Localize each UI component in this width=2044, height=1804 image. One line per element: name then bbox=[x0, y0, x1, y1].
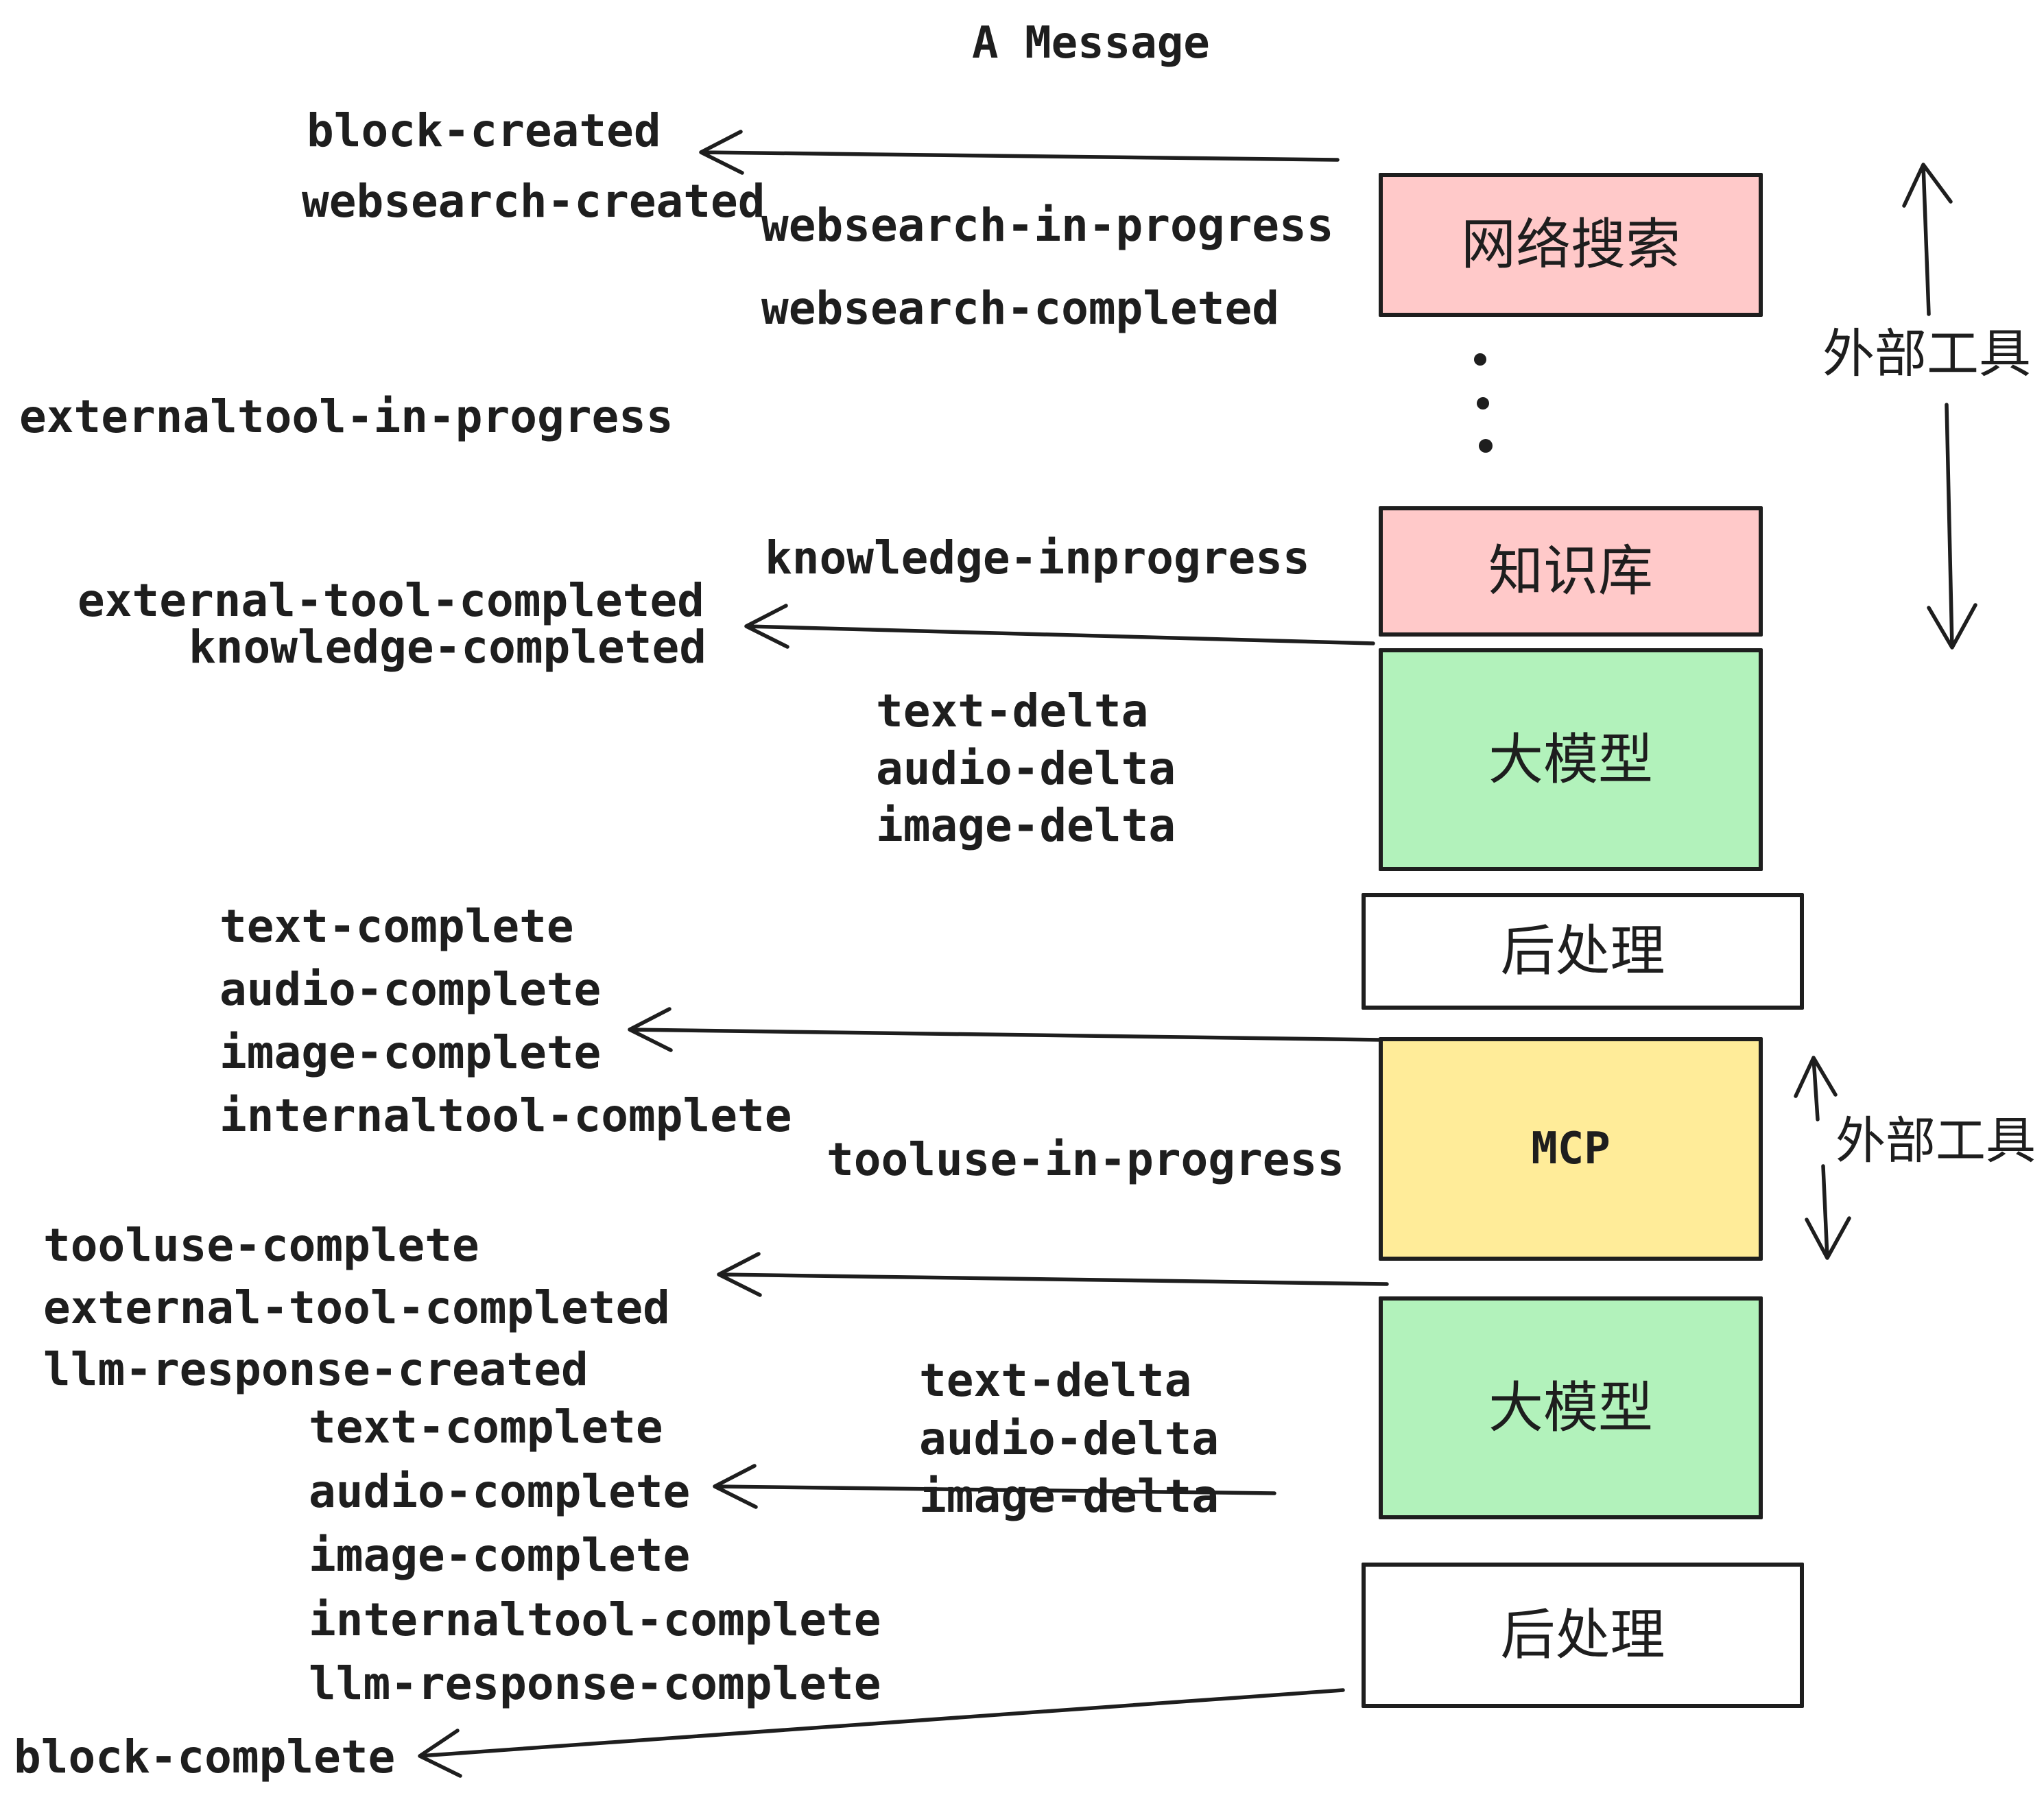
event-text-complete-2: text-complete bbox=[309, 1401, 663, 1453]
vertical-ellipsis-icon bbox=[1474, 353, 1493, 453]
event-block-created: block-created bbox=[307, 104, 661, 157]
box-mcp: MCP bbox=[1379, 1037, 1763, 1261]
arrow-mcp-to-image-complete-icon bbox=[628, 1007, 1384, 1052]
box-post-processing-1-label: 后处理 bbox=[1500, 919, 1665, 983]
external-tools-2-down-arrow-icon bbox=[1805, 1164, 1851, 1260]
event-websearch-in-progress: websearch-in-progress bbox=[761, 199, 1334, 252]
event-llm-response-created: llm-response-created bbox=[43, 1343, 589, 1396]
event-text-complete-1: text-complete bbox=[219, 900, 574, 953]
event-text-delta-2: text-delta bbox=[919, 1354, 1192, 1407]
event-externaltool-in-progress: externaltool-in-progress bbox=[19, 390, 674, 443]
box-post-processing-2: 后处理 bbox=[1362, 1563, 1804, 1708]
external-tools-2-up-arrow-icon bbox=[1794, 1056, 1838, 1121]
box-websearch-label: 网络搜索 bbox=[1461, 213, 1680, 276]
box-llm-1-label: 大模型 bbox=[1488, 727, 1653, 792]
box-post-processing-2-label: 后处理 bbox=[1500, 1603, 1665, 1667]
event-knowledge-inprogress: knowledge-inprogress bbox=[765, 532, 1310, 584]
box-websearch: 网络搜索 bbox=[1379, 173, 1763, 317]
page-title: A Message bbox=[972, 18, 1210, 69]
event-tooluse-complete: tooluse-complete bbox=[43, 1219, 479, 1272]
event-internaltool-complete-1: internaltool-complete bbox=[219, 1089, 792, 1142]
event-external-tool-completed-1: external-tool-completed bbox=[78, 574, 704, 627]
arrow-websearch-to-block-created-icon bbox=[699, 130, 1340, 175]
event-internaltool-complete-2: internaltool-complete bbox=[309, 1593, 881, 1646]
box-mcp-label: MCP bbox=[1531, 1123, 1611, 1174]
external-tools-1-down-arrow-icon bbox=[1927, 403, 1977, 650]
event-image-complete-2: image-complete bbox=[309, 1529, 691, 1582]
event-block-complete: block-complete bbox=[14, 1731, 396, 1783]
event-websearch-completed: websearch-completed bbox=[761, 282, 1279, 335]
box-llm-2: 大模型 bbox=[1379, 1296, 1763, 1519]
box-llm-2-label: 大模型 bbox=[1488, 1375, 1653, 1440]
arrow-llm1-to-knowledge-completed-icon bbox=[744, 604, 1375, 649]
arrow-mcp-to-tooluse-complete-icon bbox=[717, 1252, 1389, 1297]
event-websearch-created: websearch-created bbox=[302, 175, 765, 228]
box-knowledge: 知识库 bbox=[1379, 506, 1763, 637]
event-text-delta-1: text-delta bbox=[876, 685, 1149, 737]
event-audio-delta-2: audio-delta bbox=[919, 1412, 1220, 1465]
event-audio-complete-2: audio-complete bbox=[309, 1465, 691, 1518]
box-llm-1: 大模型 bbox=[1379, 648, 1763, 871]
box-knowledge-label: 知识库 bbox=[1488, 539, 1653, 603]
event-tooluse-in-progress: tooluse-in-progress bbox=[827, 1133, 1344, 1186]
event-image-delta-2: image-delta bbox=[919, 1470, 1220, 1523]
event-audio-delta-1: audio-delta bbox=[876, 742, 1176, 795]
event-audio-complete-1: audio-complete bbox=[219, 963, 602, 1016]
external-tools-1-up-arrow-icon bbox=[1902, 163, 1953, 316]
external-tools-label-1: 外部工具 bbox=[1822, 323, 2031, 384]
event-image-complete-1: image-complete bbox=[219, 1026, 602, 1079]
event-external-tool-completed-2: external-tool-completed bbox=[43, 1281, 670, 1334]
event-image-delta-1: image-delta bbox=[876, 799, 1176, 852]
event-llm-response-complete: llm-response-complete bbox=[309, 1657, 881, 1710]
external-tools-label-2: 外部工具 bbox=[1835, 1112, 2036, 1170]
event-knowledge-completed: knowledge-completed bbox=[189, 621, 706, 674]
box-post-processing-1: 后处理 bbox=[1362, 893, 1804, 1010]
